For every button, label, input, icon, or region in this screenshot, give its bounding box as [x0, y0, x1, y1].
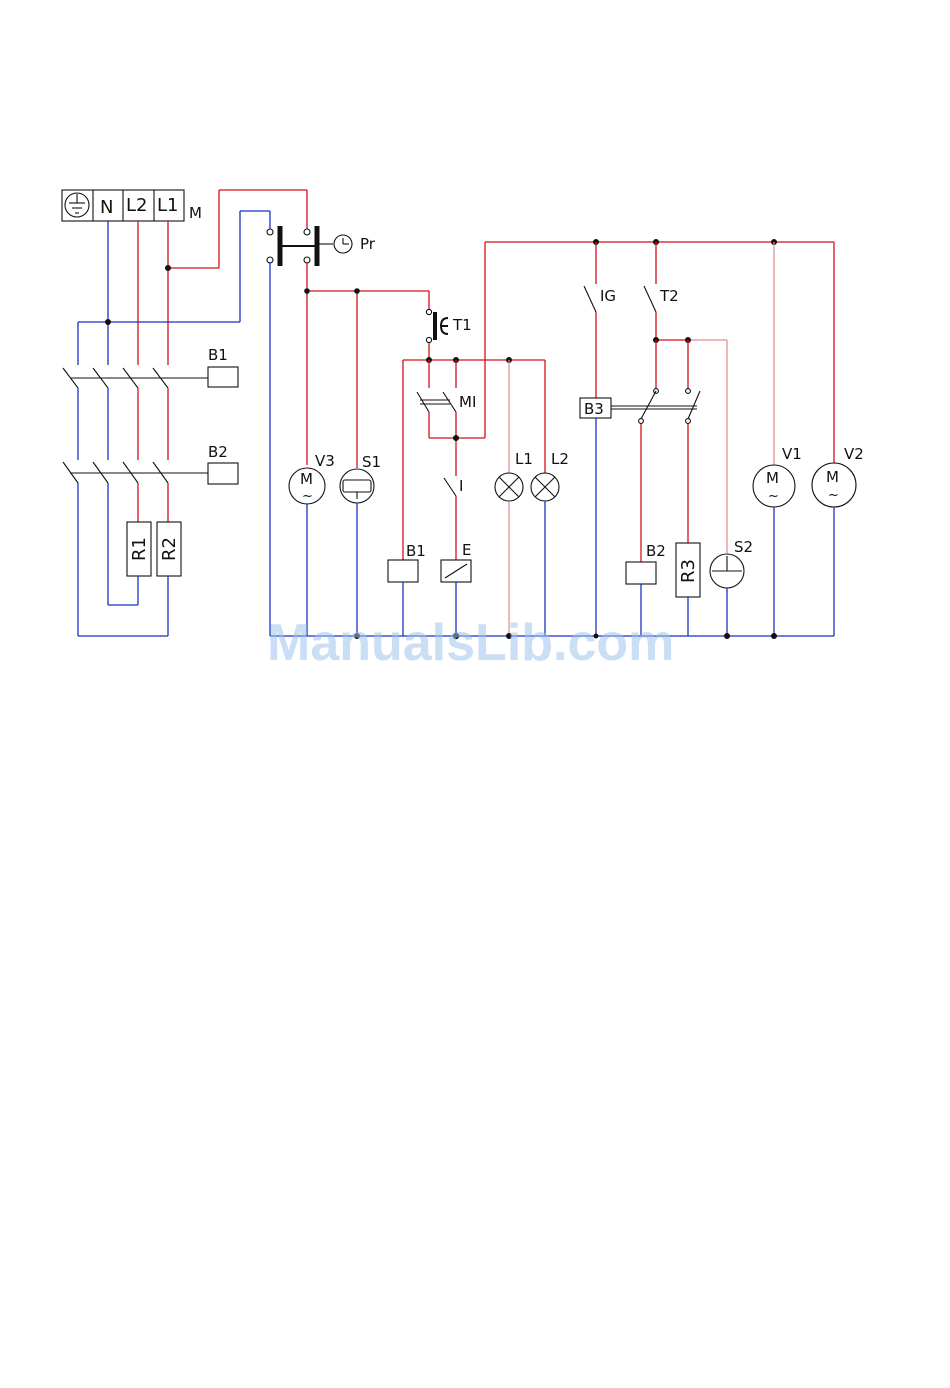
motor-v3-s: ~: [302, 489, 313, 504]
label-t2: T2: [659, 287, 679, 305]
heater-r1: R1: [127, 522, 151, 576]
terminal-n: N: [100, 197, 113, 218]
contactor-b1: B1: [63, 346, 238, 388]
label-r2: R2: [159, 537, 180, 561]
label-b1-coil: B1: [406, 542, 426, 560]
label-e: E: [462, 541, 471, 559]
watermark: ManualsLib.com: [267, 614, 674, 672]
heater-r3: R3: [676, 543, 700, 597]
lamp-l1: L1: [495, 450, 533, 501]
indicator-s2: S2: [710, 538, 753, 588]
label-b3: B3: [584, 400, 604, 418]
label-ig: IG: [600, 287, 616, 305]
label-s2: S2: [734, 538, 753, 556]
motor-v2: M ~ V2: [812, 445, 864, 507]
coil-b2: B2: [626, 542, 666, 584]
label-l1-lamp: L1: [515, 450, 533, 468]
timer-clock-icon: [334, 235, 352, 253]
label-l2-lamp: L2: [551, 450, 569, 468]
terminal-block: N L2 L1 M: [62, 190, 202, 222]
label-b2-contactor: B2: [208, 443, 228, 461]
motor-v2-s: ~: [828, 488, 839, 503]
label-v1: V1: [782, 445, 802, 463]
terminal-block-label: M: [189, 204, 202, 222]
motor-v3: M ~ V3: [289, 452, 335, 504]
motor-v1: M ~ V1: [753, 445, 802, 507]
indicator-s1: S1: [340, 453, 381, 503]
thermostat-t1: T1: [426, 309, 471, 342]
label-s1: S1: [362, 453, 381, 471]
motor-v1-m: M: [766, 469, 779, 487]
door-switch-mi: MI: [417, 392, 476, 412]
earth-icon: [65, 193, 89, 217]
label-b1-contactor: B1: [208, 346, 228, 364]
motor-v2-m: M: [826, 468, 839, 486]
terminal-l1: L1: [157, 195, 178, 216]
thermostat-t2: T2: [644, 286, 679, 312]
contactor-b2: B2: [63, 443, 238, 484]
coil-b1: B1: [388, 542, 426, 582]
label-mi: MI: [459, 393, 476, 411]
terminal-l2: L2: [126, 195, 147, 216]
switch-i: I: [444, 477, 463, 496]
label-t1: T1: [452, 316, 472, 334]
label-v2: V2: [844, 445, 864, 463]
relay-b3: B3: [580, 398, 697, 418]
motor-v3-m: M: [300, 470, 313, 488]
label-r3: R3: [678, 559, 699, 583]
label-i: I: [459, 477, 463, 495]
label-v3: V3: [315, 452, 335, 470]
heater-r2: R2: [157, 522, 181, 576]
motor-v1-s: ~: [768, 489, 779, 504]
pressure-switch-pr: Pr: [267, 226, 376, 266]
lamp-l2: L2: [531, 450, 569, 501]
switch-ig: IG: [584, 286, 616, 312]
label-pr: Pr: [360, 235, 376, 253]
label-r1: R1: [129, 537, 150, 561]
label-b2-coil: B2: [646, 542, 666, 560]
